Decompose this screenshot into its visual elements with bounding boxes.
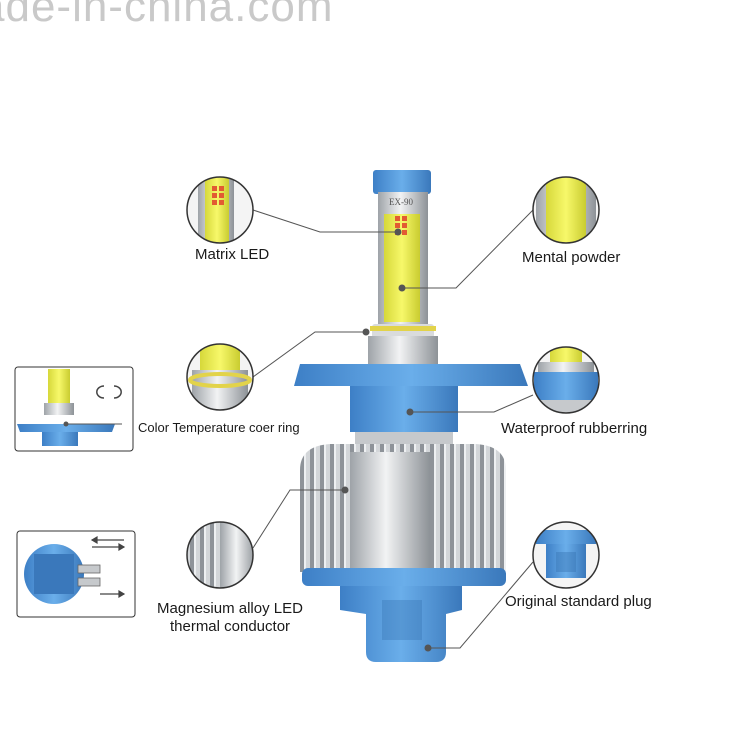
- zoom-circle-color-ring: [186, 343, 254, 411]
- waterproof-body: [350, 386, 458, 432]
- direction-arrows-icon: [90, 535, 126, 599]
- label-magnesium-line2: thermal conductor: [169, 618, 291, 635]
- callout-lines: [252, 209, 534, 649]
- zoom-circle-plug: [532, 521, 600, 589]
- heatsink-base-ring: [302, 568, 506, 586]
- rotate-arrows-icon: [96, 385, 122, 399]
- label-mental-powder: Mental powder: [522, 249, 621, 266]
- label-waterproof: Waterproof rubberring: [501, 420, 648, 437]
- inset-plug-rear: [16, 530, 136, 618]
- zoom-circle-matrix-led: [186, 176, 254, 244]
- zoom-circle-mental-powder: [532, 176, 600, 244]
- standard-plug: [340, 586, 462, 662]
- label-matrix-led: Matrix LED: [195, 246, 270, 263]
- label-color-ring: Color Temperature coer ring: [138, 420, 300, 435]
- bulb-flange: [294, 364, 528, 386]
- label-plug: Original standard plug: [505, 593, 652, 610]
- zoom-circle-waterproof: [532, 346, 600, 414]
- product-marking: EX-90: [389, 197, 413, 207]
- bulb-main: [294, 170, 528, 662]
- inset-adjust-direction: [14, 366, 134, 452]
- label-magnesium-line1: Magnesium alloy LED: [157, 600, 303, 617]
- watermark-text: ade-in-china.com: [0, 0, 334, 31]
- bulb-top-cap: [373, 170, 431, 194]
- color-temperature-ring: [370, 326, 436, 331]
- heatsink-core: [350, 452, 430, 570]
- callout-dots: [341, 228, 432, 652]
- zoom-circle-magnesium: [186, 521, 254, 589]
